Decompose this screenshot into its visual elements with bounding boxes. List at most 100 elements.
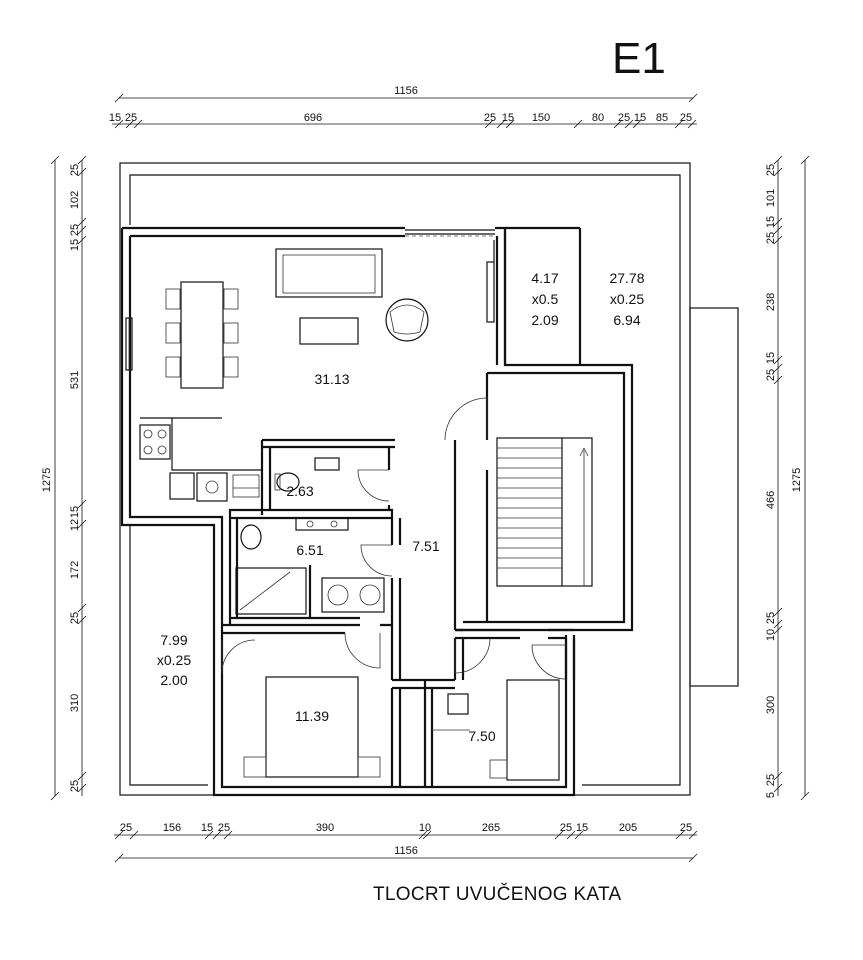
dim-left-total: 1275 bbox=[41, 468, 53, 492]
dim-bottom-total: 1156 bbox=[394, 845, 418, 857]
dim-left-5: 531 bbox=[69, 371, 81, 389]
kitchen-appliance bbox=[169, 472, 195, 500]
dim-left-8: 172 bbox=[69, 561, 81, 579]
washer-dryer bbox=[321, 577, 385, 613]
sheet-title: E1 bbox=[612, 34, 666, 83]
dim-bottom-5: 390 bbox=[316, 822, 334, 834]
area-living: 31.13 bbox=[314, 371, 349, 387]
dim-top-5: 15 bbox=[502, 112, 514, 124]
dim-right-3: 15 bbox=[765, 216, 777, 228]
terrace-glass-door bbox=[405, 229, 495, 323]
area-terrace-large-gross: 27.78 bbox=[609, 270, 644, 286]
dim-bottom-8: 25 bbox=[560, 822, 572, 834]
single-bed bbox=[432, 679, 560, 781]
dim-bottom-4: 25 bbox=[218, 822, 230, 834]
sofa bbox=[275, 248, 383, 298]
door-swings bbox=[221, 397, 567, 680]
dim-top-8: 25 bbox=[618, 112, 630, 124]
dim-right-5: 238 bbox=[765, 293, 777, 311]
sliding-panel bbox=[486, 261, 495, 323]
dim-bottom-11: 25 bbox=[680, 822, 692, 834]
area-terrace-large-factor: x0.25 bbox=[610, 291, 644, 307]
dim-left-4: 15 bbox=[69, 239, 81, 251]
staircase bbox=[496, 437, 593, 587]
dining-table bbox=[165, 281, 239, 389]
dim-left-11: 25 bbox=[69, 780, 81, 792]
area-terrace-small-factor: x0.5 bbox=[532, 291, 559, 307]
dim-bottom-1: 25 bbox=[120, 822, 132, 834]
area-balcony-factor: x0.25 bbox=[157, 652, 191, 668]
area-bathroom: 6.51 bbox=[296, 542, 323, 558]
wc-bowl bbox=[276, 472, 300, 492]
dim-bottom-7: 265 bbox=[482, 822, 500, 834]
dim-bottom-6: 10 bbox=[419, 822, 431, 834]
dim-bottom-9: 15 bbox=[576, 822, 588, 834]
armchair bbox=[385, 298, 429, 342]
dim-left-2: 102 bbox=[69, 191, 81, 209]
desk-chair bbox=[447, 693, 469, 715]
area-balcony-gross: 7.99 bbox=[160, 632, 187, 648]
dim-top-1: 15 bbox=[109, 112, 121, 124]
dimension-top-total: 1156 bbox=[114, 85, 698, 103]
dim-top-6: 150 bbox=[532, 112, 550, 124]
dim-top-11: 25 bbox=[680, 112, 692, 124]
cooktop bbox=[139, 424, 171, 460]
dim-left-1: 25 bbox=[69, 164, 81, 176]
dim-left-3: 25 bbox=[69, 224, 81, 236]
area-terrace-large-net: 6.94 bbox=[613, 312, 640, 328]
dim-right-12: 25 bbox=[765, 774, 777, 786]
dim-top-2: 25 bbox=[125, 112, 137, 124]
area-bedroom-main: 11.39 bbox=[295, 708, 329, 724]
dim-left-7: 12 bbox=[69, 519, 81, 531]
dimension-bottom-total: 1156 bbox=[114, 845, 698, 863]
dim-top-7: 80 bbox=[592, 112, 604, 124]
dim-bottom-10: 205 bbox=[619, 822, 637, 834]
building-outline bbox=[119, 162, 739, 796]
dim-right-4: 25 bbox=[765, 232, 777, 244]
left-window bbox=[125, 317, 133, 371]
dim-right-8: 466 bbox=[765, 491, 777, 509]
dim-top-3: 696 bbox=[304, 112, 322, 124]
area-terrace-small-gross: 4.17 bbox=[531, 270, 558, 286]
dimension-right-chain: 25 101 15 25 238 15 25 466 25 10 300 25 … bbox=[765, 155, 783, 798]
dim-top-9: 15 bbox=[634, 112, 646, 124]
dim-top-total: 1156 bbox=[394, 85, 418, 97]
toilet-room-fixtures bbox=[274, 457, 340, 492]
dim-right-10: 10 bbox=[765, 629, 777, 641]
dim-right-11: 300 bbox=[765, 696, 777, 714]
area-hall: 7.51 bbox=[412, 538, 439, 554]
kitchen-counter bbox=[139, 417, 262, 502]
dimension-bottom-chain: 25 156 15 25 390 10 265 25 15 205 25 bbox=[114, 822, 698, 840]
double-bed bbox=[243, 676, 381, 778]
dim-left-9: 25 bbox=[69, 612, 81, 624]
dim-right-total: 1275 bbox=[791, 468, 803, 492]
room-labels: 31.13 4.17 x0.5 2.09 27.78 x0.25 6.94 2.… bbox=[157, 270, 645, 744]
bathtub bbox=[235, 567, 307, 615]
dim-right-7: 25 bbox=[765, 369, 777, 381]
dim-bottom-3: 15 bbox=[201, 822, 213, 834]
bathroom-fixtures bbox=[235, 517, 385, 615]
dimension-left-chain: 25 102 25 15 531 15 12 172 25 310 25 bbox=[69, 155, 87, 796]
area-bedroom-small: 7.50 bbox=[468, 728, 495, 744]
dim-top-4: 25 bbox=[484, 112, 496, 124]
dim-right-6: 15 bbox=[765, 352, 777, 364]
washbasin bbox=[314, 457, 340, 471]
dimension-right-total: 1275 bbox=[791, 155, 810, 801]
area-balcony-net: 2.00 bbox=[160, 672, 187, 688]
dim-right-9: 25 bbox=[765, 612, 777, 624]
dim-top-10: 85 bbox=[656, 112, 668, 124]
dim-left-10: 310 bbox=[69, 694, 81, 712]
dim-right-2: 101 bbox=[765, 189, 777, 207]
kitchen-sink bbox=[196, 472, 228, 502]
coffee-table bbox=[299, 317, 359, 345]
area-toilet: 2.63 bbox=[286, 483, 313, 499]
dim-left-6: 15 bbox=[69, 506, 81, 518]
dim-bottom-2: 156 bbox=[163, 822, 181, 834]
double-washbasin bbox=[295, 517, 349, 531]
area-terrace-small-net: 2.09 bbox=[531, 312, 558, 328]
bathroom-wc bbox=[240, 524, 262, 550]
dim-right-13: 5 bbox=[765, 792, 777, 798]
drying-rack bbox=[232, 474, 260, 498]
dimension-top-chain: 15 25 696 25 15 150 80 25 15 85 25 bbox=[109, 112, 697, 129]
